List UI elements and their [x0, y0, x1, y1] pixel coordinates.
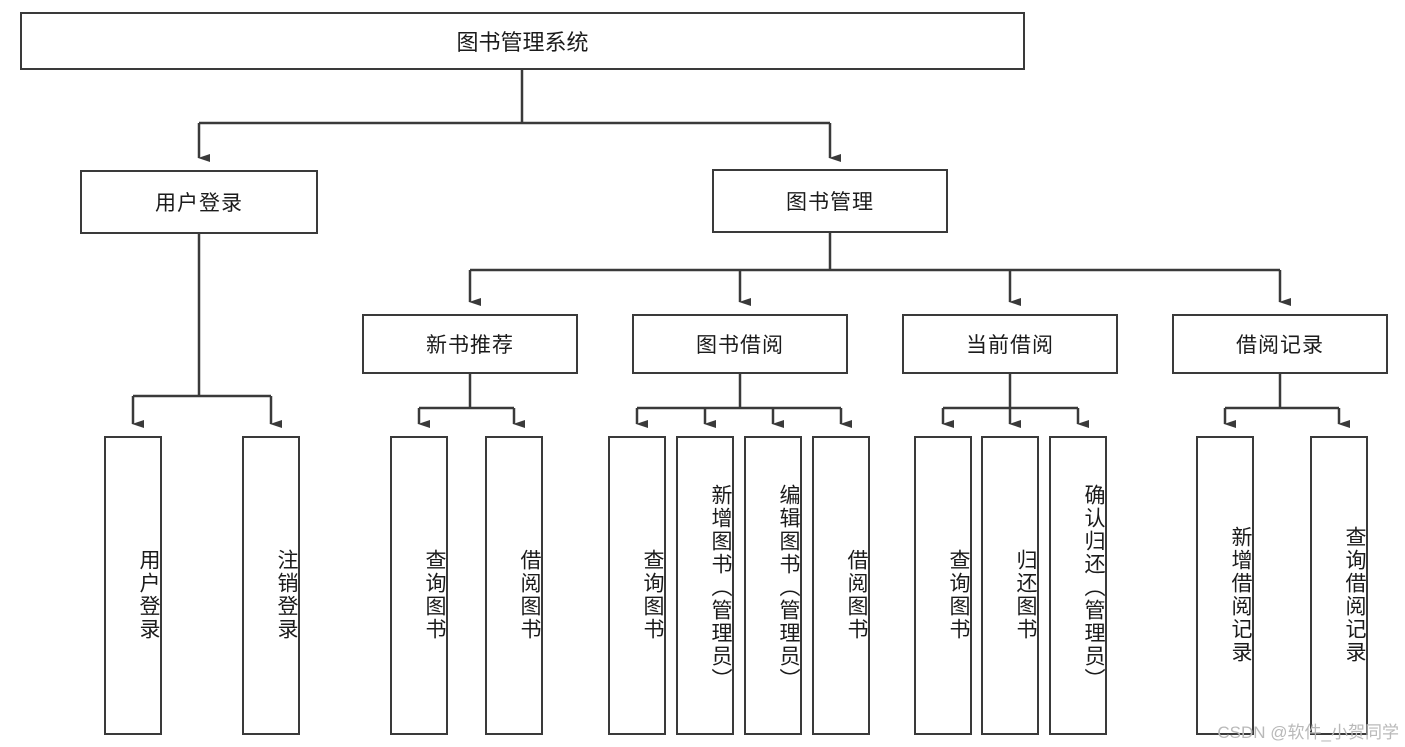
node-current-borrow-label: 当前借阅	[966, 334, 1054, 357]
node-user-login[interactable]: 用户登录	[80, 170, 318, 234]
node-leaf-confirm-return-label: 确认归还（管理员）	[1082, 484, 1105, 691]
node-leaf-return-book-label: 归还图书	[1014, 548, 1037, 641]
node-leaf-query-book-b[interactable]: 查询图书	[608, 436, 666, 735]
node-user-login-label: 用户登录	[155, 192, 243, 215]
node-leaf-add-book-admin[interactable]: 新增图书（管理员）	[676, 436, 734, 735]
node-leaf-logout[interactable]: 注销登录	[242, 436, 300, 735]
node-borrow-record[interactable]: 借阅记录	[1172, 314, 1388, 374]
node-new-book-recommend[interactable]: 新书推荐	[362, 314, 578, 374]
node-leaf-add-borrow-record-label: 新增借阅记录	[1229, 525, 1252, 664]
node-leaf-query-borrow-record[interactable]: 查询借阅记录	[1310, 436, 1368, 735]
node-leaf-user-login-label: 用户登录	[137, 548, 160, 641]
node-leaf-return-book[interactable]: 归还图书	[981, 436, 1039, 735]
node-leaf-query-book-c-label: 查询图书	[947, 548, 970, 641]
node-leaf-query-book-a[interactable]: 查询图书	[390, 436, 448, 735]
node-current-borrow[interactable]: 当前借阅	[902, 314, 1118, 374]
node-leaf-edit-book-admin[interactable]: 编辑图书（管理员）	[744, 436, 802, 735]
node-book-manage[interactable]: 图书管理	[712, 169, 948, 233]
watermark: CSDN @软件_小贺同学	[1217, 723, 1399, 742]
node-leaf-user-login[interactable]: 用户登录	[104, 436, 162, 735]
node-root[interactable]: 图书管理系统	[20, 12, 1025, 70]
node-leaf-logout-label: 注销登录	[275, 548, 298, 641]
node-leaf-borrow-book-b[interactable]: 借阅图书	[812, 436, 870, 735]
node-leaf-add-borrow-record[interactable]: 新增借阅记录	[1196, 436, 1254, 735]
node-leaf-query-book-b-label: 查询图书	[641, 548, 664, 641]
node-leaf-borrow-book-a-label: 借阅图书	[518, 548, 541, 641]
node-leaf-borrow-book-b-label: 借阅图书	[845, 548, 868, 641]
node-leaf-query-book-c[interactable]: 查询图书	[914, 436, 972, 735]
node-leaf-edit-book-admin-label: 编辑图书（管理员）	[777, 484, 800, 691]
node-leaf-confirm-return[interactable]: 确认归还（管理员）	[1049, 436, 1107, 735]
node-leaf-borrow-book-a[interactable]: 借阅图书	[485, 436, 543, 735]
node-book-borrow[interactable]: 图书借阅	[632, 314, 848, 374]
node-leaf-add-book-admin-label: 新增图书（管理员）	[709, 484, 732, 691]
node-book-manage-label: 图书管理	[786, 191, 874, 214]
node-new-book-recommend-label: 新书推荐	[426, 334, 514, 357]
node-root-label: 图书管理系统	[456, 30, 589, 55]
node-leaf-query-borrow-record-label: 查询借阅记录	[1343, 525, 1366, 664]
node-book-borrow-label: 图书借阅	[696, 334, 784, 357]
node-borrow-record-label: 借阅记录	[1236, 334, 1324, 357]
node-leaf-query-book-a-label: 查询图书	[423, 548, 446, 641]
